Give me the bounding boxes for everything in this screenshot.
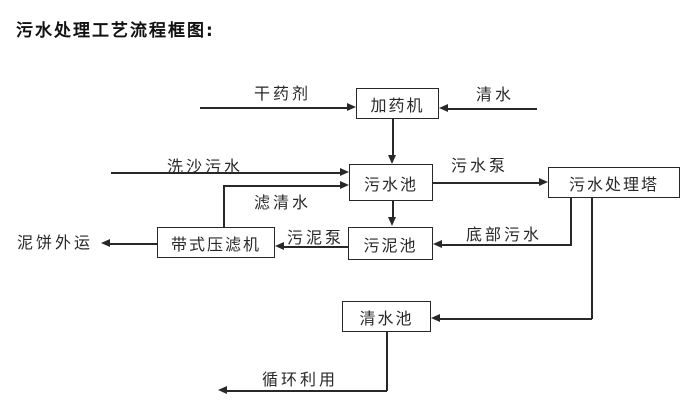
arrowhead-filtered-water-icon: [340, 181, 349, 189]
arrowhead-clear-water-icon: [439, 104, 448, 112]
node-treatment-tower: 污水处理塔: [548, 167, 680, 198]
arrowhead-dry-chemical-icon: [347, 103, 356, 111]
label-sludge-pump: 污泥泵: [287, 228, 345, 247]
arrowhead-bottom-sewage-icon: [433, 240, 442, 248]
arrowhead-sand-washing-icon: [340, 168, 349, 176]
connector-recycling-riser-line: [386, 332, 388, 391]
connector-mud-cake-line: [110, 243, 157, 245]
arrowhead-recycling-icon: [218, 386, 227, 394]
diagram-title: 污水处理工艺流程框图:: [16, 21, 215, 41]
connector-sludge-pump-line: [284, 246, 348, 248]
arrowhead-mud-cake-icon: [101, 239, 110, 247]
arrowhead-sewage-to-sludge-icon: [388, 217, 396, 226]
arrowhead-sewage-pump-icon: [539, 178, 548, 186]
connector-clear-water-line: [448, 108, 537, 110]
connector-sewage-pump-line: [433, 182, 539, 184]
arrowhead-dosing-to-sewage-icon: [388, 155, 396, 164]
arrowhead-sludge-pump-icon: [275, 242, 284, 250]
node-belt-filter-press: 带式压滤机: [157, 227, 275, 258]
connector-dry-chemical-line: [200, 107, 347, 109]
label-filtered-water: 滤清水: [254, 193, 312, 212]
label-clear-water: 清水: [476, 85, 515, 104]
connector-sand-washing-line: [111, 172, 340, 174]
connector-bottom-sewage-riser-line: [570, 198, 572, 245]
node-clear-water-pool: 清水池: [342, 301, 431, 332]
label-dry-chemical: 干药剂: [254, 84, 312, 103]
connector-filtered-water-riser-line: [223, 185, 225, 227]
connector-tower-to-clear-riser-line: [591, 198, 593, 319]
connector-tower-to-clear-line: [440, 318, 592, 320]
connector-recycling-line: [227, 390, 387, 392]
connector-bottom-sewage-line: [442, 244, 572, 246]
connector-dosing-to-sewage-line: [392, 119, 394, 156]
arrowhead-tower-to-clear-icon: [431, 314, 440, 322]
node-sewage-pool: 污水池: [349, 164, 433, 201]
connector-sewage-to-sludge-line: [392, 201, 394, 218]
label-mud-cake-outbound: 泥饼外运: [17, 233, 94, 252]
label-sand-washing-sewage: 洗沙污水: [167, 157, 244, 176]
label-recycling: 循环利用: [262, 370, 339, 389]
label-bottom-sewage: 底部污水: [466, 225, 543, 244]
node-dosing-machine: 加药机: [356, 88, 439, 119]
label-sewage-pump: 污水泵: [451, 156, 509, 175]
node-sludge-pool: 污泥池: [348, 227, 433, 260]
connector-filtered-water-line: [223, 185, 340, 187]
